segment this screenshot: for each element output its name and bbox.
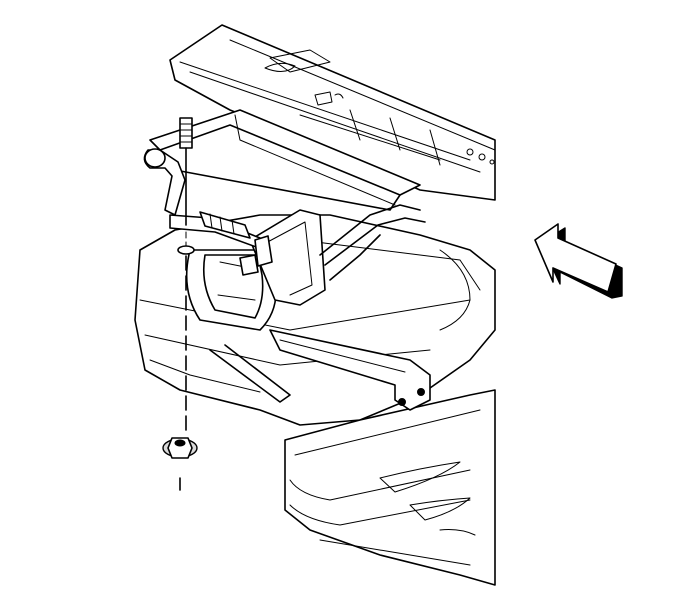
fastener-stud: [177, 117, 195, 431]
tank-strap: [209, 329, 431, 411]
direction-arrow-icon: [534, 223, 623, 299]
filler-hose-assembly: [143, 148, 426, 331]
skid-plate: [284, 389, 496, 586]
floor-pan: [169, 24, 496, 201]
fastener-nut-icon: [162, 437, 198, 491]
